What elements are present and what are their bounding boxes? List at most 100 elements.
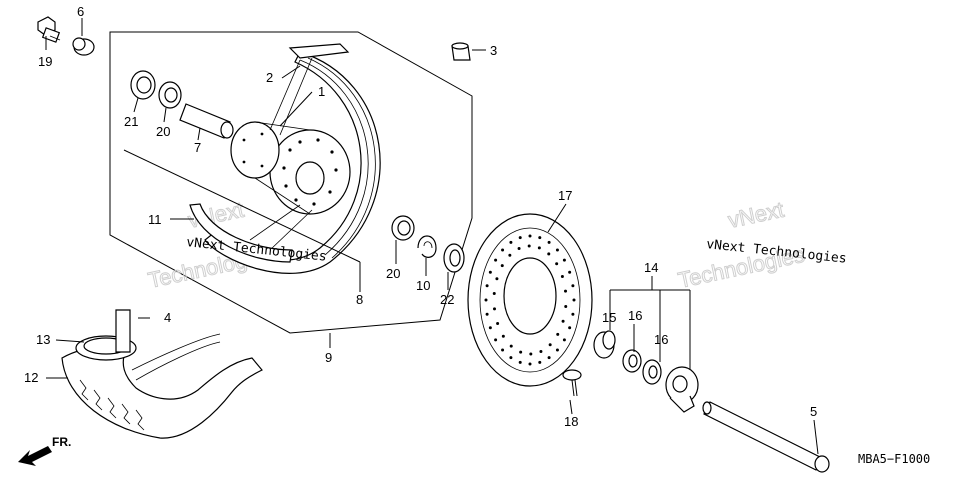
svg-text:vNext: vNext [726,197,786,233]
disc-hole [501,248,505,252]
collar-6 [72,37,95,56]
disc-hole [484,298,488,302]
disc-hole [501,348,505,352]
label-21: 21 [124,114,138,129]
disc-hole [528,234,532,238]
disc-hole [568,326,572,330]
disc-hole [488,270,492,274]
label-1: 1 [318,84,325,99]
washer-16a [622,349,642,373]
leader-lines [45,18,819,455]
label-17: 17 [558,188,572,203]
disc-hole [517,247,521,251]
label-10: 10 [416,278,430,293]
label-4: 4 [164,310,171,325]
front-direction-arrow: FR. [18,435,71,466]
clip-10 [417,235,437,258]
disc-hole [494,338,498,342]
disc-hole [527,244,531,248]
hub-holes [242,132,338,206]
label-3: 3 [490,43,497,58]
direction-label: FR. [52,435,71,449]
label-19: 19 [38,54,52,69]
disc-hole [495,277,499,281]
disc-hole [485,312,489,316]
label-20-lower: 20 [386,266,400,281]
disc-hole [547,356,551,360]
disc-hole [519,350,523,354]
disc-hole [571,284,575,288]
disc-hole [568,270,572,274]
disc-hole [492,307,496,311]
disc-hole [509,344,513,348]
disc-hole [537,246,541,250]
label-9: 9 [325,350,332,365]
dust-seal-20-upper [158,81,182,109]
label-13: 13 [36,332,50,347]
fender-pattern [79,379,145,431]
label-6: 6 [77,4,84,19]
disc-hole [494,258,498,262]
part-number-labels: 6 19 3 2 1 21 20 7 11 8 20 10 22 9 17 14… [24,4,817,429]
bearing-20-lower [391,215,415,241]
label-16-a: 16 [628,308,642,323]
disc-hole [564,289,568,293]
label-7: 7 [194,140,201,155]
label-12: 12 [24,370,38,385]
label-2: 2 [266,70,273,85]
disc-hole [560,274,564,278]
disc-hole [485,284,489,288]
disc-hole [538,360,542,364]
disc-bolt-18 [562,369,582,397]
diagram-code: MBA5−F1000 [858,452,930,466]
disc-hole [508,253,512,257]
disc-hole [547,252,551,256]
disc-hole [547,240,551,244]
distance-collar-7 [179,103,234,139]
disc-hole [548,343,552,347]
disc-hole [571,312,575,316]
disc-hole [492,292,496,296]
axle-5 [702,401,830,473]
valve-cap-3 [451,42,471,61]
disc-hole [496,322,500,326]
disc-hole [555,348,559,352]
fender-bracket-4 [115,309,131,353]
disc-hole [564,304,568,308]
disc-hole [509,356,513,360]
disc-hole [501,334,505,338]
rim-band-2 [288,43,350,59]
disc-hole [538,236,542,240]
bolt-19 [37,16,61,43]
disc-hole [556,332,560,336]
disc-hole [555,262,559,266]
label-18: 18 [564,414,578,429]
label-14: 14 [644,260,658,275]
label-11: 11 [148,212,162,227]
speedo-gearbox-14 [665,366,699,413]
disc-hole [529,352,533,356]
washer-16b [642,359,662,385]
label-5: 5 [810,404,817,419]
disc-hole [561,319,565,323]
label-8: 8 [356,292,363,307]
brake-disc-17 [467,213,593,387]
label-16-b: 16 [654,332,668,347]
dust-seal-22 [443,243,465,273]
speedo-gear-15 [593,330,616,359]
disc-hole [509,240,513,244]
disc-hole [518,236,522,240]
disc-hole [562,258,566,262]
label-22: 22 [440,292,454,307]
brake-disc-holes [484,234,576,366]
label-20-upper: 20 [156,124,170,139]
disc-hole [528,362,532,366]
disc-hole [572,298,576,302]
disc-hole [488,326,492,330]
disc-hole [518,360,522,364]
bearing-21 [130,70,156,100]
disc-hole [555,248,559,252]
disc-hole [500,264,504,268]
rim-band-11 [189,203,293,263]
